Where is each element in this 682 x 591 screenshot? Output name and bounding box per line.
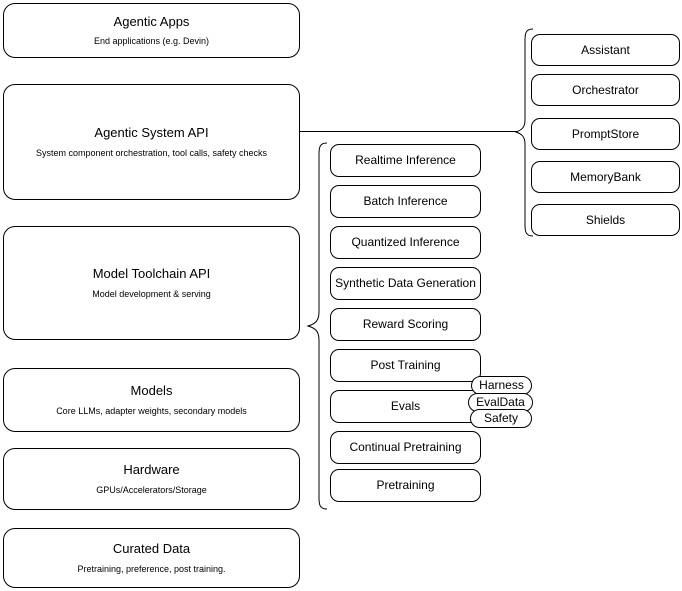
capability-label: Synthetic Data Generation <box>335 276 476 290</box>
capability-box-continual-pretraining[interactable]: Continual Pretraining <box>330 431 481 464</box>
component-label: Orchestrator <box>572 82 639 97</box>
connector-line-system-api-to-components <box>300 131 517 132</box>
capability-box-synthetic-data-generation[interactable]: Synthetic Data Generation <box>330 267 481 300</box>
layer-subtitle: Model development & serving <box>92 288 211 299</box>
component-box-shields[interactable]: Shields <box>531 204 680 236</box>
component-box-memorybank[interactable]: MemoryBank <box>531 161 680 193</box>
capability-box-post-training[interactable]: Post Training <box>330 349 481 382</box>
chip-label: EvalData <box>476 395 525 409</box>
capability-label: Continual Pretraining <box>349 440 462 454</box>
capability-label: Reward Scoring <box>362 317 449 331</box>
chip-label: Safety <box>483 411 519 425</box>
layer-box-agentic-system-api[interactable]: Agentic System API System component orch… <box>3 84 300 200</box>
component-label: Assistant <box>581 42 630 57</box>
layer-box-curated-data[interactable]: Curated Data Pretraining, preference, po… <box>3 528 300 588</box>
layer-box-agentic-apps[interactable]: Agentic Apps End applications (e.g. Devi… <box>3 3 300 58</box>
layer-title: Model Toolchain API <box>92 266 211 282</box>
layer-subtitle: System component orchestration, tool cal… <box>35 147 268 158</box>
capability-box-reward-scoring[interactable]: Reward Scoring <box>330 308 481 341</box>
capability-label: Pretraining <box>376 478 435 492</box>
capability-box-evals[interactable]: Evals <box>330 390 481 423</box>
capability-label: Batch Inference <box>363 194 448 208</box>
capability-box-pretraining[interactable]: Pretraining <box>330 469 481 502</box>
capability-box-batch-inference[interactable]: Batch Inference <box>330 185 481 218</box>
layer-subtitle: GPUs/Accelerators/Storage <box>96 484 207 495</box>
layer-title: Agentic Apps <box>113 13 190 29</box>
curly-bracket-system-components <box>514 28 534 237</box>
layer-title: Models <box>130 383 173 399</box>
layer-subtitle: End applications (e.g. Devin) <box>93 36 210 46</box>
component-box-assistant[interactable]: Assistant <box>531 34 680 66</box>
curly-bracket-toolchain <box>306 142 328 510</box>
layer-box-models[interactable]: Models Core LLMs, adapter weights, secon… <box>3 368 300 432</box>
chip-label: Harness <box>479 378 524 392</box>
layer-box-hardware[interactable]: Hardware GPUs/Accelerators/Storage <box>3 448 300 510</box>
layer-subtitle: Core LLMs, adapter weights, secondary mo… <box>56 405 247 416</box>
layer-box-model-toolchain-api[interactable]: Model Toolchain API Model development & … <box>3 226 300 340</box>
chip-safety[interactable]: Safety <box>470 409 532 428</box>
capability-label: Quantized Inference <box>351 235 460 249</box>
capability-label: Post Training <box>370 358 441 372</box>
component-box-promptstore[interactable]: PromptStore <box>531 118 680 150</box>
component-label: Shields <box>585 212 626 227</box>
chip-evaldata[interactable]: EvalData <box>468 393 533 412</box>
component-label: PromptStore <box>571 126 640 141</box>
capability-label: Evals <box>390 399 421 413</box>
layer-subtitle: Pretraining, preference, post training. <box>77 563 226 574</box>
layer-title: Curated Data <box>112 541 191 557</box>
capability-box-quantized-inference[interactable]: Quantized Inference <box>330 226 481 259</box>
component-label: MemoryBank <box>570 169 641 184</box>
capability-box-realtime-inference[interactable]: Realtime Inference <box>330 144 481 177</box>
capability-label: Realtime Inference <box>355 153 456 167</box>
layer-title: Agentic System API <box>94 125 209 141</box>
component-box-orchestrator[interactable]: Orchestrator <box>531 74 680 106</box>
layer-title: Hardware <box>123 462 180 478</box>
